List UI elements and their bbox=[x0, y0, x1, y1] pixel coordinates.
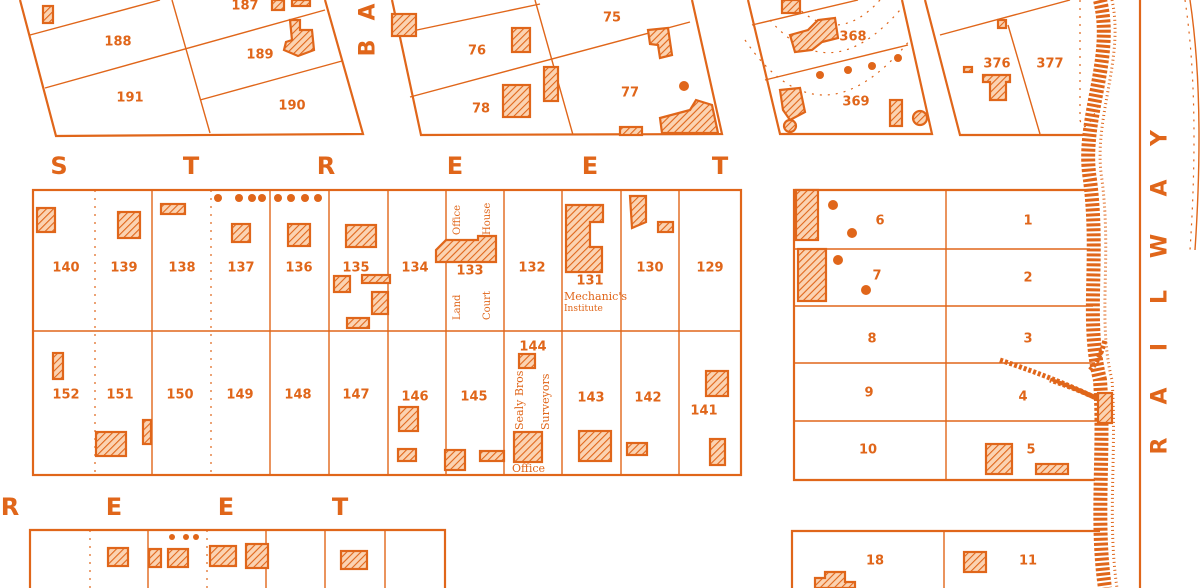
block-top-right bbox=[923, 0, 1101, 137]
lot-number: 75 bbox=[602, 10, 622, 26]
lot-number: 2 bbox=[1023, 270, 1033, 286]
block-top-left bbox=[18, 0, 365, 138]
street-letter: E bbox=[446, 152, 464, 180]
lot-number: 144 bbox=[519, 339, 547, 355]
railway-line bbox=[1138, 0, 1200, 588]
lot-number: 76 bbox=[467, 43, 487, 59]
lot-number: 143 bbox=[577, 390, 605, 406]
lot-number: 191 bbox=[116, 90, 144, 106]
lot-number: 11 bbox=[1018, 553, 1038, 569]
railway-letter: A bbox=[1147, 387, 1173, 405]
lot-number: 134 bbox=[401, 260, 429, 276]
lot-number: 135 bbox=[342, 260, 370, 276]
lot-number: 9 bbox=[864, 385, 874, 401]
railway-letter: L bbox=[1147, 289, 1173, 305]
river-escarpment bbox=[999, 0, 1119, 588]
annotation-mechanics: Mechanic's bbox=[564, 290, 628, 303]
street-letter: B bbox=[355, 39, 381, 57]
lot-number: 369 bbox=[842, 94, 870, 110]
lot-number: 8 bbox=[867, 331, 877, 347]
lot-number: 142 bbox=[634, 390, 662, 406]
lot-number: 368 bbox=[839, 29, 867, 45]
block-top-right-curved bbox=[744, 0, 934, 136]
main-block bbox=[31, 188, 743, 477]
lot-number: 6 bbox=[875, 213, 885, 229]
annotation-court: Court bbox=[482, 291, 493, 320]
lot-number: 132 bbox=[518, 260, 546, 276]
street-letter: S bbox=[50, 152, 68, 180]
lot-number: 133 bbox=[456, 263, 484, 279]
lot-number: 10 bbox=[858, 442, 878, 458]
street-letter: T bbox=[182, 152, 200, 180]
railway-letter: W bbox=[1147, 233, 1173, 259]
lot-number: 150 bbox=[166, 387, 194, 403]
annotation-office: Office bbox=[452, 204, 463, 235]
lot-number: 147 bbox=[342, 387, 370, 403]
annotation-institute: Institute bbox=[564, 304, 603, 314]
street-letter: E bbox=[217, 493, 235, 521]
lot-number: 148 bbox=[284, 387, 312, 403]
street-letter: E bbox=[581, 152, 599, 180]
lot-number: 3 bbox=[1023, 331, 1033, 347]
lot-number: 190 bbox=[278, 98, 306, 114]
lot-number: 141 bbox=[690, 403, 718, 419]
lot-number: 152 bbox=[52, 387, 80, 403]
lot-number: 151 bbox=[106, 387, 134, 403]
block-top-middle bbox=[390, 0, 724, 137]
lot-number: 138 bbox=[168, 260, 196, 276]
lot-number: 78 bbox=[471, 101, 491, 117]
lot-number: 140 bbox=[52, 260, 80, 276]
lot-number: 131 bbox=[576, 273, 604, 289]
lot-number: 7 bbox=[872, 268, 882, 284]
lot-number: 5 bbox=[1026, 442, 1036, 458]
street-letter: R bbox=[316, 152, 336, 180]
east-block bbox=[792, 188, 1114, 482]
street-letter: E bbox=[105, 493, 123, 521]
street-letter: T bbox=[331, 493, 349, 521]
lot-number: 189 bbox=[246, 47, 274, 63]
annotation-surveyors: Surveyors bbox=[539, 373, 552, 430]
bottom-blocks bbox=[28, 528, 1100, 588]
lot-number: 129 bbox=[696, 260, 724, 276]
annotation-house: House bbox=[482, 202, 493, 235]
lot-number: 376 bbox=[983, 56, 1011, 72]
railway-letter: A bbox=[1147, 179, 1173, 197]
street-letter: A bbox=[355, 3, 381, 21]
street-letter: R bbox=[0, 493, 20, 521]
railway-letter: Y bbox=[1147, 130, 1173, 146]
lot-number: 137 bbox=[227, 260, 255, 276]
lot-number: 187 bbox=[231, 0, 259, 14]
railway-letter: R bbox=[1147, 437, 1173, 455]
lot-number: 18 bbox=[865, 553, 885, 569]
lot-number: 377 bbox=[1036, 56, 1064, 72]
lot-number: 77 bbox=[620, 85, 640, 101]
annotation-sealy-bros: Sealy Bros bbox=[513, 370, 526, 430]
lot-number: 146 bbox=[401, 389, 429, 405]
lot-number: 130 bbox=[636, 260, 664, 276]
lot-number: 188 bbox=[104, 34, 132, 50]
lot-number: 4 bbox=[1018, 389, 1028, 405]
annotation-land: Land bbox=[452, 294, 463, 320]
lot-number: 149 bbox=[226, 387, 254, 403]
lot-number: 145 bbox=[460, 389, 488, 405]
street-letter: T bbox=[711, 152, 729, 180]
railway-letter: I bbox=[1147, 342, 1173, 352]
trees bbox=[169, 54, 902, 540]
annotation-office-label: Office bbox=[512, 462, 546, 475]
lot-number: 136 bbox=[285, 260, 313, 276]
lot-number: 1 bbox=[1023, 213, 1033, 229]
lot-number: 139 bbox=[110, 260, 138, 276]
